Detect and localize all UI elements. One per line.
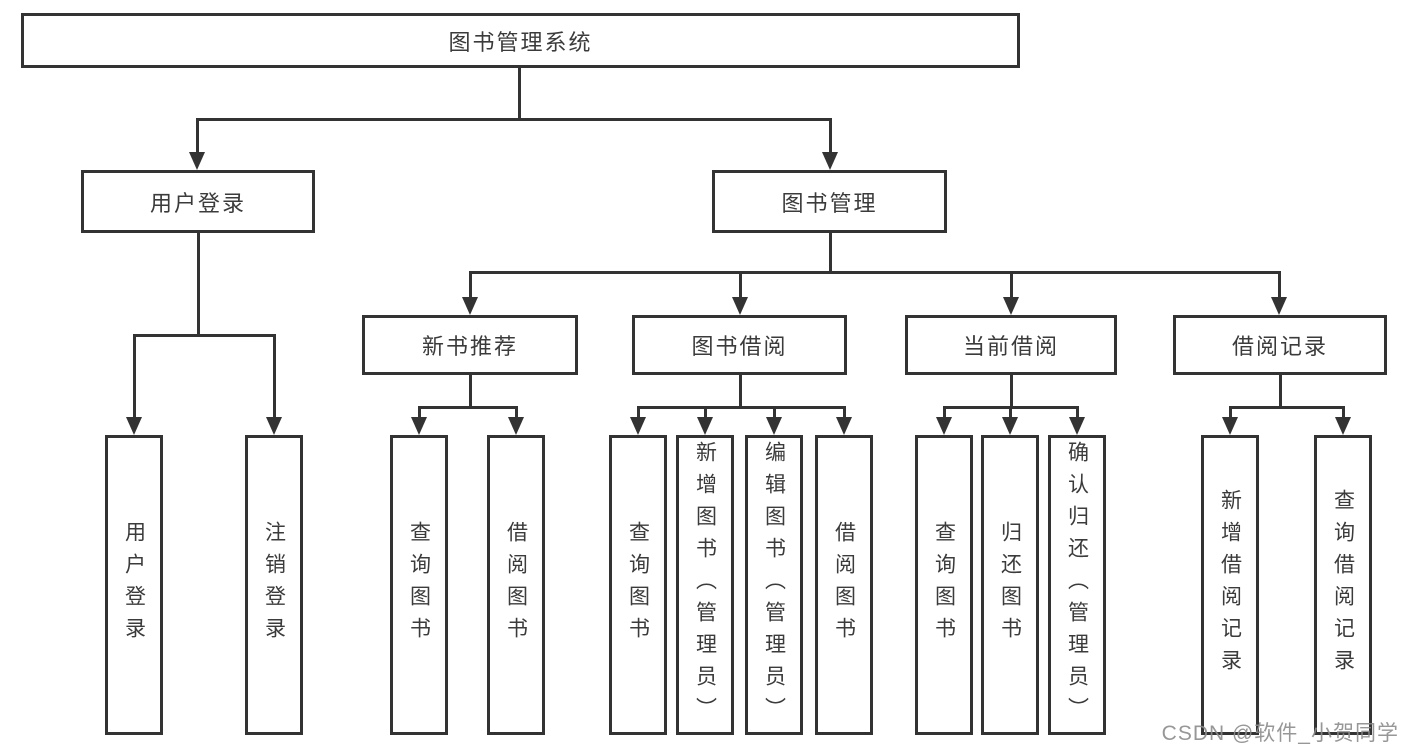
connector-line: [1279, 375, 1282, 407]
node-leaf-add-borrow-record-label: 新增借阅记录: [1218, 489, 1242, 681]
node-leaf-logout: 注销登录: [245, 435, 303, 735]
connector-line: [196, 118, 199, 154]
connector-line: [469, 375, 472, 407]
node-leaf-add-book-admin: 新增图书（管理员）: [676, 435, 734, 735]
node-leaf-query-books-3: 查询图书: [915, 435, 973, 735]
node-leaf-borrow-books-1: 借阅图书: [487, 435, 545, 735]
node-user-login: 用户登录: [81, 170, 315, 233]
connector-line: [418, 406, 518, 409]
connector-line: [515, 406, 518, 419]
node-leaf-query-books-1-label: 查询图书: [407, 521, 431, 649]
connector-line: [773, 406, 776, 419]
node-leaf-query-books-2: 查询图书: [609, 435, 667, 735]
connector-line: [943, 406, 946, 419]
node-book-borrowing: 图书借阅: [632, 315, 847, 375]
connector-line: [1229, 406, 1344, 409]
connector-line: [637, 406, 845, 409]
node-current-borrowing: 当前借阅: [905, 315, 1117, 375]
arrowhead-down-icon: [1003, 297, 1019, 315]
arrowhead-down-icon: [189, 152, 205, 170]
node-leaf-return-book-label: 归还图书: [998, 521, 1022, 649]
node-leaf-edit-book-admin: 编辑图书（管理员）: [745, 435, 803, 735]
connector-line: [829, 118, 832, 154]
node-root: 图书管理系统: [21, 13, 1020, 68]
connector-line: [637, 406, 640, 419]
connector-line: [1009, 406, 1012, 419]
node-leaf-borrow-books-2: 借阅图书: [815, 435, 873, 735]
connector-line: [1229, 406, 1232, 419]
arrowhead-down-icon: [936, 417, 952, 435]
connector-line: [133, 334, 136, 419]
node-borrowing-records: 借阅记录: [1173, 315, 1387, 375]
node-leaf-logout-label: 注销登录: [262, 521, 286, 649]
arrowhead-down-icon: [1271, 297, 1287, 315]
connector-line: [469, 271, 1280, 274]
connector-line: [1076, 406, 1079, 419]
connector-line: [829, 233, 832, 272]
node-leaf-query-borrow-record-label: 查询借阅记录: [1331, 489, 1355, 681]
node-book-borrowing-label: 图书借阅: [691, 334, 788, 359]
node-borrowing-records-label: 借阅记录: [1231, 334, 1328, 359]
arrowhead-down-icon: [411, 417, 427, 435]
arrowhead-down-icon: [697, 417, 713, 435]
node-leaf-query-books-3-label: 查询图书: [932, 521, 956, 649]
node-book-management: 图书管理: [712, 170, 947, 233]
node-current-borrowing-label: 当前借阅: [962, 334, 1059, 359]
node-leaf-confirm-return-admin: 确认归还（管理员）: [1048, 435, 1106, 735]
csdn-watermark: CSDN @软件_小贺同学: [1161, 722, 1399, 745]
arrowhead-down-icon: [508, 417, 524, 435]
node-leaf-query-borrow-record: 查询借阅记录: [1314, 435, 1372, 735]
arrowhead-down-icon: [822, 152, 838, 170]
arrowhead-down-icon: [126, 417, 142, 435]
node-leaf-edit-book-admin-label: 编辑图书（管理员）: [762, 441, 786, 729]
connector-line: [1010, 271, 1013, 299]
arrowhead-down-icon: [1222, 417, 1238, 435]
node-root-label: 图书管理系统: [448, 29, 593, 55]
node-user-login-label: 用户登录: [149, 190, 246, 216]
node-leaf-borrow-books-2-label: 借阅图书: [832, 521, 856, 649]
arrowhead-down-icon: [732, 297, 748, 315]
connector-line: [273, 334, 276, 419]
connector-line: [1342, 406, 1345, 419]
connector-line: [739, 271, 742, 299]
node-leaf-add-borrow-record: 新增借阅记录: [1201, 435, 1259, 735]
node-leaf-user-login: 用户登录: [105, 435, 163, 735]
node-book-management-label: 图书管理: [781, 190, 878, 216]
node-leaf-return-book: 归还图书: [981, 435, 1039, 735]
arrowhead-down-icon: [1069, 417, 1085, 435]
connector-line: [197, 233, 200, 335]
arrowhead-down-icon: [1335, 417, 1351, 435]
arrowhead-down-icon: [766, 417, 782, 435]
arrowhead-down-icon: [630, 417, 646, 435]
node-leaf-query-books-1: 查询图书: [390, 435, 448, 735]
node-new-book-recommend: 新书推荐: [362, 315, 578, 375]
arrowhead-down-icon: [1002, 417, 1018, 435]
connector-line: [1010, 375, 1013, 407]
arrowhead-down-icon: [266, 417, 282, 435]
connector-line: [518, 68, 521, 119]
connector-line: [418, 406, 421, 419]
connector-line: [704, 406, 707, 419]
node-leaf-add-book-admin-label: 新增图书（管理员）: [693, 441, 717, 729]
arrowhead-down-icon: [462, 297, 478, 315]
connector-line: [469, 271, 472, 299]
node-leaf-borrow-books-1-label: 借阅图书: [504, 521, 528, 649]
node-leaf-query-books-2-label: 查询图书: [626, 521, 650, 649]
node-leaf-confirm-return-admin-label: 确认归还（管理员）: [1065, 441, 1089, 729]
connector-line: [133, 334, 275, 337]
connector-line: [196, 118, 832, 121]
arrowhead-down-icon: [836, 417, 852, 435]
connector-line: [1278, 271, 1281, 299]
connector-line: [739, 375, 742, 407]
node-leaf-user-login-label: 用户登录: [122, 521, 146, 649]
connector-line: [843, 406, 846, 419]
node-new-book-recommend-label: 新书推荐: [421, 334, 518, 359]
